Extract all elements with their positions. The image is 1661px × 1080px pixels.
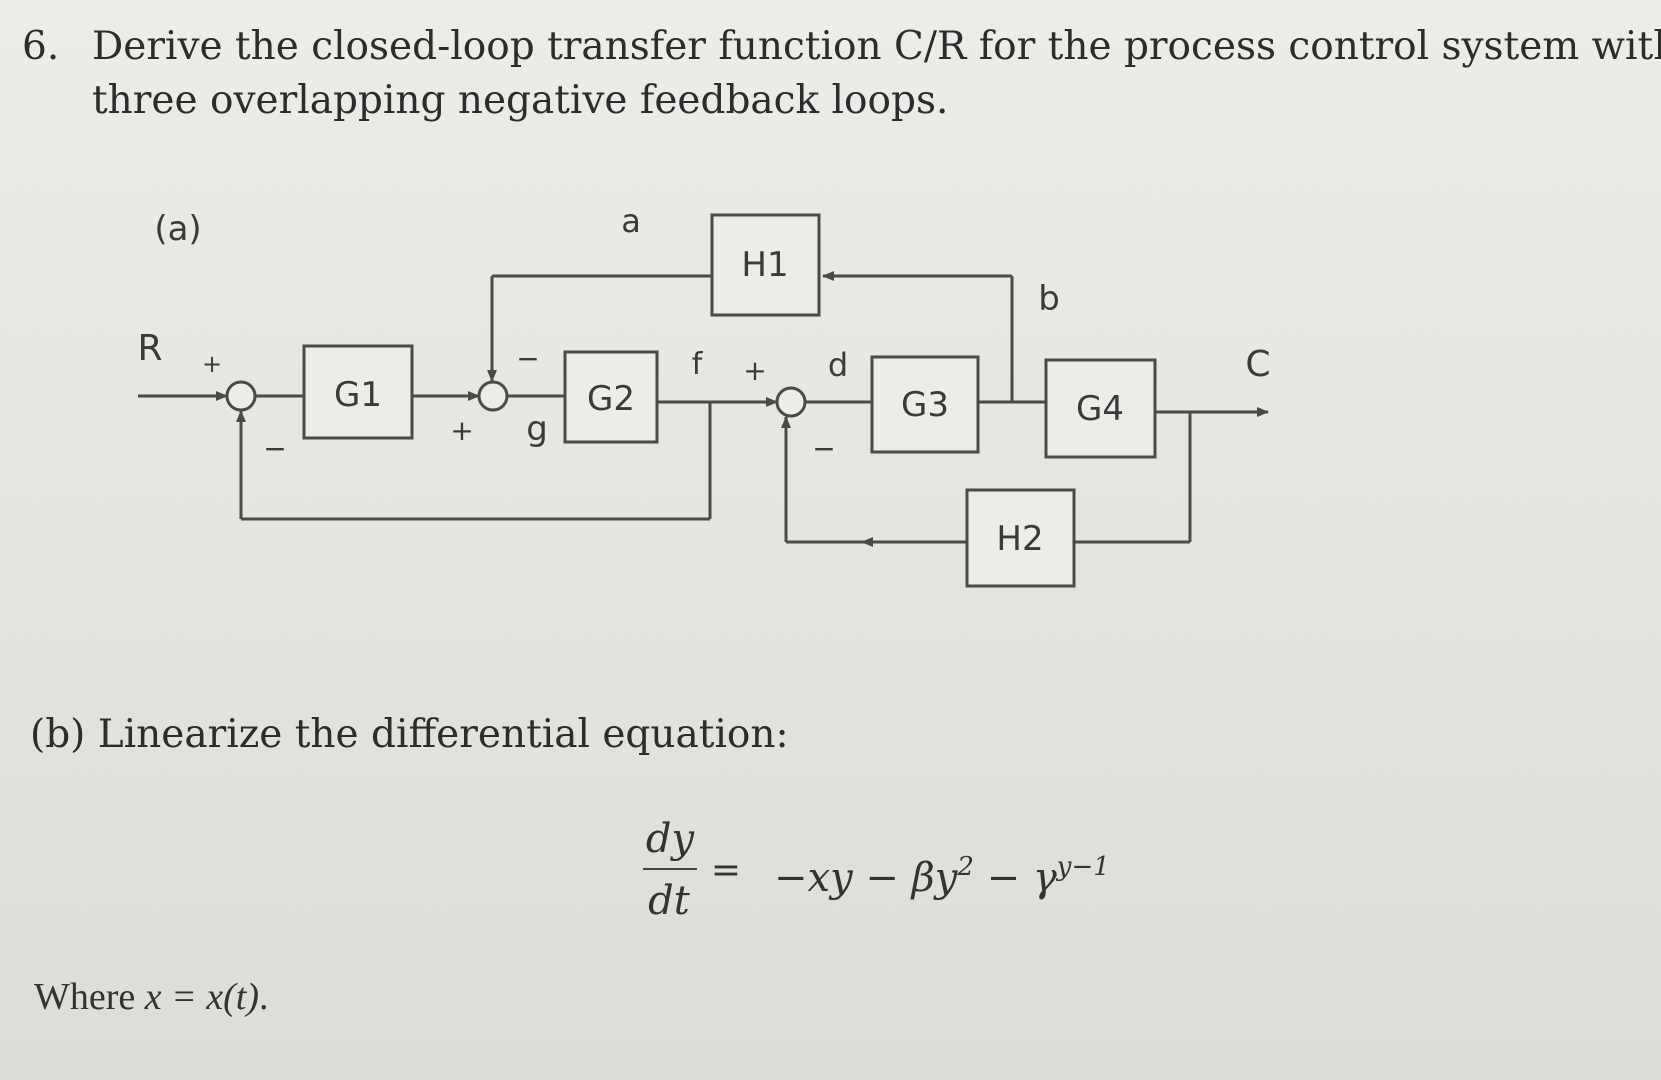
equation-rhs-sup2: y−1 — [1056, 852, 1110, 882]
sign-s2-minus: − — [516, 342, 539, 375]
summing-junction-1 — [225, 380, 257, 412]
block-h1 — [710, 213, 821, 317]
sign-s1-plus: + — [202, 350, 222, 378]
equation-rhs-part2: − γ — [974, 855, 1057, 901]
equation-equals: = — [711, 850, 741, 891]
block-g1-label: G1 — [334, 375, 382, 415]
block-g2 — [563, 350, 659, 444]
block-g4-label: G4 — [1076, 389, 1124, 429]
question-text-line1: Derive the closed-loop transfer function… — [92, 24, 1661, 69]
block-g1 — [302, 344, 414, 440]
equation-rhs-sup1: 2 — [956, 852, 974, 882]
where-expression: x = x(t) — [144, 976, 260, 1018]
node-label-d: d — [828, 346, 848, 384]
summing-junction-2 — [477, 380, 509, 412]
where-suffix: . — [259, 976, 269, 1018]
block-g3-label: G3 — [901, 385, 949, 425]
node-label-b: b — [1038, 279, 1060, 319]
node-label-f: f — [692, 347, 704, 382]
node-label-a: a — [621, 202, 641, 240]
output-label-c: C — [1245, 344, 1270, 385]
sign-s2-plus: + — [450, 414, 473, 447]
input-label-r: R — [137, 328, 162, 369]
equation-numerator: dy — [646, 816, 696, 862]
block-g2-label: G2 — [587, 379, 635, 419]
equation-rhs: −xy − βy2 − γy−1 — [774, 852, 1110, 901]
block-g4 — [1044, 358, 1157, 459]
question-text-line2: three overlapping negative feedback loop… — [92, 78, 949, 123]
sign-s3-minus: − — [812, 432, 835, 465]
signal-lines — [138, 271, 1269, 547]
block-g3 — [870, 355, 980, 454]
where-clause: Where x = x(t). — [34, 975, 269, 1019]
block-h1-label: H1 — [741, 245, 788, 285]
equation-denominator: dt — [648, 878, 691, 924]
sign-s1-minus: − — [263, 432, 286, 465]
where-prefix: Where — [34, 976, 145, 1018]
equation-rhs-part1: −xy − βy — [774, 855, 959, 901]
question-number: 6. — [22, 24, 60, 69]
summing-junction-3 — [775, 386, 807, 418]
block-h2-label: H2 — [996, 519, 1043, 559]
part-b-heading: (b) Linearize the differential equation: — [30, 712, 789, 757]
part-a-label: (a) — [154, 209, 201, 249]
sign-s3-plus: + — [743, 354, 766, 387]
block-h2 — [965, 488, 1076, 588]
node-label-g: g — [526, 409, 548, 449]
